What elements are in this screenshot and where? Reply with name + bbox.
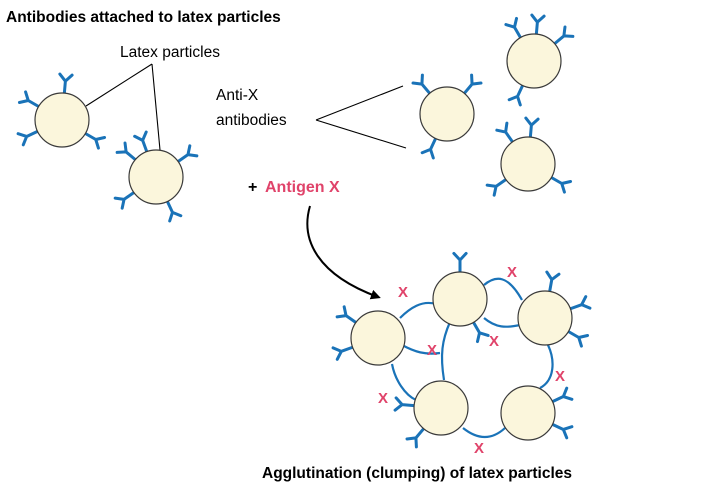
antigen-x-label: + Antigen X xyxy=(248,179,340,196)
latex-particle xyxy=(128,149,184,205)
antibody-antigen-links xyxy=(390,277,554,439)
antibody-icon xyxy=(16,129,40,147)
anti-x-label-line1: Anti-X xyxy=(216,87,259,104)
antigen-x-mark: X xyxy=(427,342,437,359)
antibody-link xyxy=(390,363,417,402)
latex-particle-with-antibodies xyxy=(485,116,573,197)
antigen-x-mark: X xyxy=(507,264,517,281)
antibody-icon xyxy=(58,72,74,95)
antibody-icon xyxy=(566,330,590,348)
antibody-icon xyxy=(393,396,416,412)
antigen-x-mark: X xyxy=(474,440,484,457)
plus-sign: + xyxy=(248,179,257,196)
antibody-icon xyxy=(524,116,540,139)
antibody-icon xyxy=(176,144,199,164)
antibody-icon xyxy=(17,90,41,108)
antibody-icon xyxy=(113,190,136,210)
antibody-icon xyxy=(472,320,490,344)
latex-particle xyxy=(34,92,90,148)
latex-particle xyxy=(350,310,406,366)
antibody-icon xyxy=(504,16,522,40)
antibody-icon xyxy=(549,176,573,194)
antigen-x-mark: X xyxy=(489,333,499,350)
antibody-icon xyxy=(115,141,137,162)
latex-particle-with-antibodies xyxy=(113,130,199,223)
latex-particles-leaders xyxy=(85,63,161,151)
antibody-link xyxy=(539,344,554,389)
antibody-link xyxy=(483,317,521,328)
antibody-icon xyxy=(133,130,149,154)
antigen-x-mark: X xyxy=(398,284,408,301)
latex-particle-with-antibodies xyxy=(500,385,574,441)
antibody-icon xyxy=(420,136,438,160)
latex-particle xyxy=(506,33,562,89)
latex-particle-with-antibodies xyxy=(504,13,575,107)
latex-particles xyxy=(16,13,592,449)
reaction-arrow xyxy=(306,205,381,300)
antibody-icon xyxy=(452,251,468,274)
latex-particle-with-antibodies xyxy=(517,270,592,348)
latex-particle xyxy=(413,380,469,436)
latex-particle xyxy=(517,290,573,346)
antibody-icon xyxy=(335,305,358,325)
antibody-icon xyxy=(507,83,525,107)
antibody-icon xyxy=(545,270,561,293)
antibody-link xyxy=(440,321,452,381)
latex-particle-with-antibodies xyxy=(16,72,107,150)
latex-particle-with-antibodies xyxy=(331,305,406,366)
top-title: Antibodies attached to latex particles xyxy=(6,9,281,26)
anti-x-label-line2: antibodies xyxy=(216,112,287,129)
antibody-icon xyxy=(553,25,575,46)
latex-particle xyxy=(500,136,556,192)
antigen-x-name: Antigen X xyxy=(265,179,340,196)
latex-particle-with-antibodies xyxy=(432,251,490,344)
antibody-icon xyxy=(462,73,483,95)
antibody-link xyxy=(483,277,523,301)
latex-particle-with-antibodies xyxy=(411,73,483,160)
antigen-x-mark: X xyxy=(555,368,565,385)
antibody-icon xyxy=(165,199,183,223)
antigen-x-marks: X X X X X X X xyxy=(378,264,565,457)
antibody-icon xyxy=(550,422,574,440)
antibody-icon xyxy=(495,121,515,144)
antibody-link xyxy=(399,301,437,319)
anti-x-leaders xyxy=(315,85,407,149)
antibody-icon xyxy=(411,73,432,95)
antibody-link xyxy=(401,344,441,355)
antibody-icon xyxy=(485,177,508,197)
antibody-icon xyxy=(568,295,592,311)
antibody-icon xyxy=(550,386,574,404)
latex-particle xyxy=(419,86,475,142)
latex-particle-with-antibodies xyxy=(393,380,469,449)
antibody-icon xyxy=(405,427,426,449)
latex-particles-label: Latex particles xyxy=(120,44,220,61)
antibody-icon xyxy=(530,13,546,36)
antigen-x-mark: X xyxy=(378,390,388,407)
latex-particle xyxy=(500,385,556,441)
antibody-link xyxy=(462,427,506,439)
antibody-icon xyxy=(83,132,107,150)
bottom-title: Agglutination (clumping) of latex partic… xyxy=(262,465,572,482)
latex-particle xyxy=(432,271,488,327)
antibody-icon xyxy=(331,345,355,361)
